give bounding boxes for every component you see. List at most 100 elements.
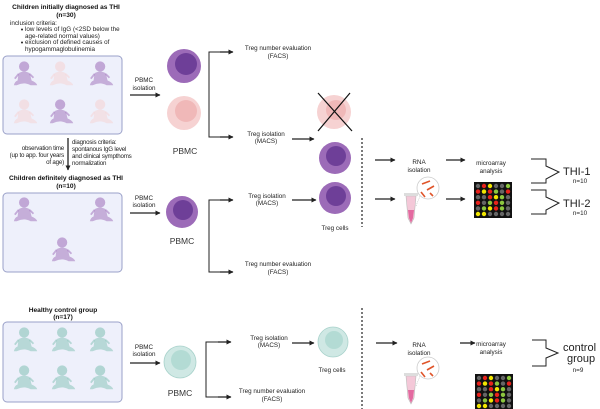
array-spot	[500, 392, 506, 397]
control-microarray-2: analysis	[480, 349, 503, 356]
array-spot	[493, 189, 499, 194]
excluded-cell-crossed-icon	[317, 92, 353, 132]
control-facs-1: Treg number evaluation	[239, 388, 306, 395]
array-spot	[475, 195, 481, 200]
array-spot	[499, 200, 505, 205]
array-spot	[481, 211, 487, 217]
pbmc-cell-control-icon	[163, 345, 197, 379]
array-spot	[487, 206, 493, 211]
control-macs-2: (MACS)	[258, 342, 280, 349]
array-spot	[493, 183, 499, 189]
thi-microarray-2: analysis	[480, 168, 503, 175]
array-spot	[493, 211, 499, 217]
bullet-icon	[21, 41, 23, 44]
group-thi2-label: THI-2	[563, 198, 591, 210]
split-bracket	[205, 341, 230, 398]
criterion-2-line-1: exclusion of defined causes of	[25, 39, 110, 46]
array-spot	[488, 398, 494, 403]
array-spot	[487, 211, 493, 217]
thi-rna-1: RNA	[412, 159, 426, 166]
array-spot	[476, 398, 482, 403]
array-spot	[487, 200, 493, 205]
array-spot	[494, 375, 500, 381]
control-group-label-1: control	[563, 342, 596, 354]
control-n: (n=17)	[53, 314, 73, 321]
treg-cell-thi2-icon	[319, 182, 351, 214]
array-spot	[505, 189, 511, 194]
initial-pbmc-isolation-2: isolation	[132, 85, 156, 92]
initial-n: (n=30)	[56, 12, 76, 19]
control-pbmc-isolation-1: PBMC	[135, 344, 154, 351]
split-bracket	[208, 51, 232, 138]
array-spot	[482, 387, 488, 392]
initial-pbmc-isolation-1: PBMC	[135, 77, 154, 84]
array-spot	[506, 392, 512, 397]
array-spot	[475, 189, 481, 194]
treg-cell-thi1-icon	[319, 142, 351, 174]
array-spot	[481, 200, 487, 205]
array-spot	[475, 211, 481, 217]
control-facs-2: (FACS)	[262, 396, 283, 403]
array-spot	[506, 387, 512, 392]
control-rna-1: RNA	[412, 342, 426, 349]
array-spot	[482, 392, 488, 397]
observation-time-2: (up to app. four years	[10, 152, 65, 159]
definite-facs-1: Treg number evaluation	[245, 261, 312, 268]
array-spot	[499, 189, 505, 194]
array-spot	[505, 206, 511, 211]
array-spot	[488, 375, 494, 381]
initial-macs-2: (MACS)	[255, 138, 277, 145]
treg-cell-control-icon	[317, 326, 349, 358]
array-spot	[488, 392, 494, 397]
initial-title: Children initially diagnosed as THI	[12, 4, 120, 11]
array-spot	[505, 211, 511, 217]
array-spot	[500, 381, 506, 386]
array-spot	[481, 189, 487, 194]
control-group-label-2: group	[567, 353, 595, 365]
group-thi1-label: THI-1	[563, 166, 591, 178]
array-spot	[493, 206, 499, 211]
array-spot	[494, 403, 500, 409]
array-spot	[476, 392, 482, 397]
array-spot	[482, 375, 488, 381]
control-rna-2: isolation	[407, 350, 431, 357]
control-group-n: n=9	[573, 367, 584, 374]
criterion-2-line-2: hypogammaglobulinemia	[25, 46, 96, 53]
array-spot	[499, 211, 505, 217]
definite-pbmc-isolation-1: PBMC	[135, 195, 154, 202]
definite-facs-2: (FACS)	[268, 269, 289, 276]
array-spot	[505, 183, 511, 189]
array-spot	[499, 183, 505, 189]
thi-microarray-1: microarray	[476, 160, 507, 167]
array-spot	[500, 403, 506, 409]
array-spot	[494, 381, 500, 386]
observation-time-3: of age)	[46, 159, 64, 166]
rna-tube-icon	[404, 176, 440, 225]
criterion-1-line-2: age-related normal values)	[25, 33, 100, 40]
pbmc-cell-excluded-icon	[167, 96, 201, 130]
array-spot	[493, 195, 499, 200]
array-spot	[500, 375, 506, 381]
array-spot	[499, 195, 505, 200]
array-spot	[500, 398, 506, 403]
criterion-1-line-1: low levels of IgG (<2SD below the	[25, 26, 120, 33]
control-microarray-1: microarray	[476, 341, 507, 348]
array-spot	[475, 206, 481, 211]
array-spot	[475, 200, 481, 205]
control-macs-1: Treg isolation	[250, 335, 288, 342]
array-spot	[475, 183, 481, 189]
bullet-icon	[21, 28, 23, 31]
array-spot	[499, 206, 505, 211]
array-spot	[487, 183, 493, 189]
control-treg-cells-label: Treg cells	[318, 367, 345, 374]
array-spot	[506, 403, 512, 409]
definite-n: (n=10)	[56, 183, 76, 190]
array-spot	[493, 200, 499, 205]
array-spot	[487, 189, 493, 194]
array-spot	[482, 398, 488, 403]
initial-pbmc-label: PBMC	[173, 146, 198, 156]
array-spot	[476, 387, 482, 392]
split-bracket	[208, 199, 232, 273]
definite-pbmc-isolation-2: isolation	[132, 202, 156, 209]
